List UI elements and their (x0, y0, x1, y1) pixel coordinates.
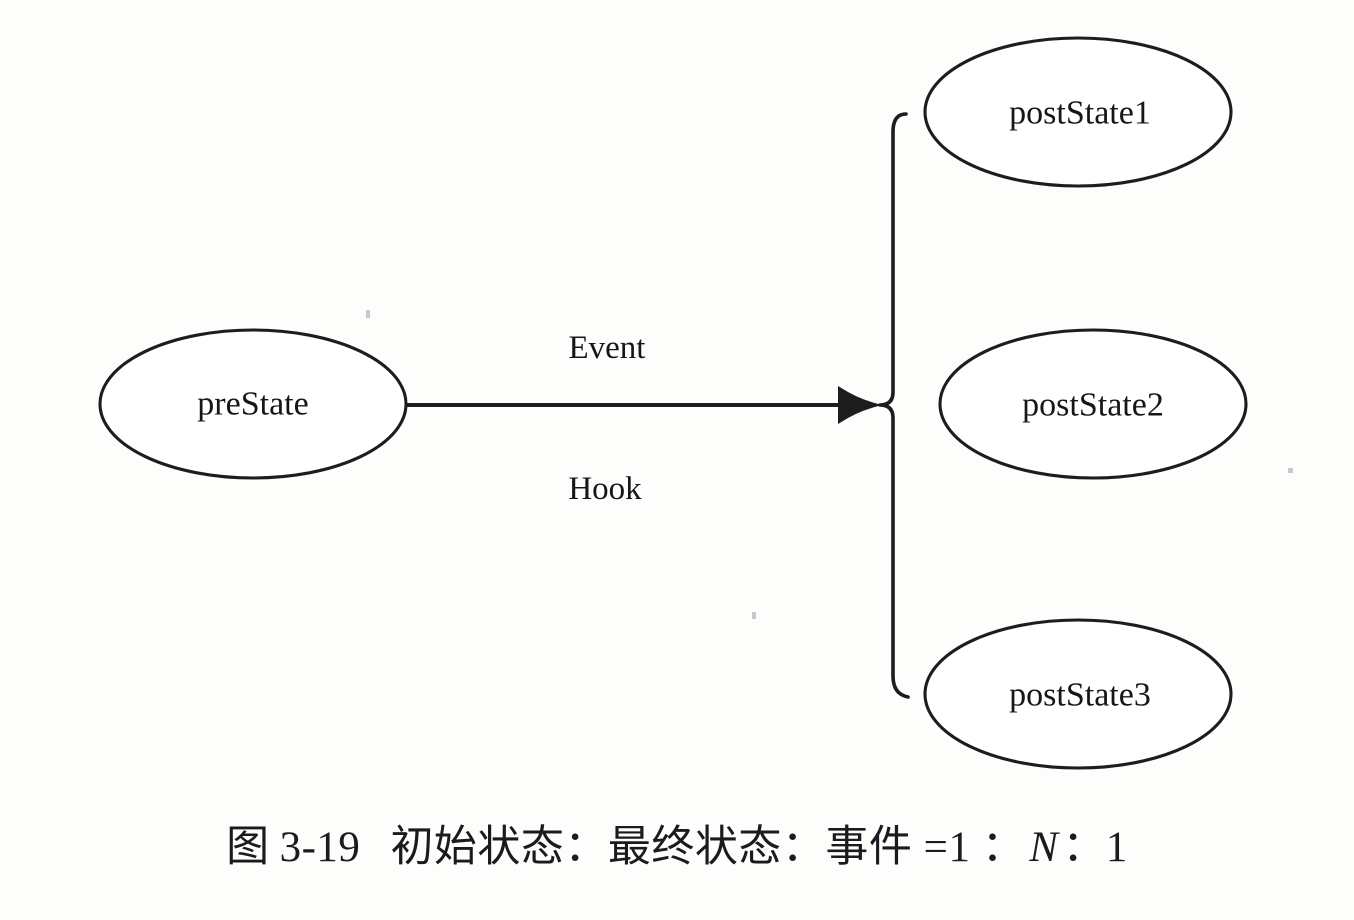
poststate2-ellipse[interactable] (938, 328, 1248, 480)
edge-label-event: Event (569, 330, 646, 366)
caption-text-before: 初始状态：最终状态：事件 =1 ： (390, 824, 1026, 871)
bracket-path (878, 112, 910, 699)
node-poststate2[interactable]: postState2 (938, 328, 1248, 480)
scan-speck (366, 310, 370, 318)
node-poststate3[interactable]: postState3 (923, 618, 1233, 770)
scan-speck (1288, 468, 1293, 473)
poststate3-label: postState3 (1009, 677, 1151, 714)
poststate2-label: postState2 (1022, 387, 1164, 424)
caption-prefix: 图 (226, 824, 270, 871)
scan-speck (752, 612, 756, 619)
prestate-label: preState (197, 386, 308, 423)
caption-italic-symbol: N (1029, 824, 1059, 871)
poststate3-ellipse[interactable] (923, 618, 1233, 770)
fan-out-bracket (878, 112, 910, 699)
caption-text-after: ：1 (1062, 824, 1128, 871)
poststate1-ellipse[interactable] (923, 36, 1233, 188)
transition-edge[interactable]: Event Hook (406, 330, 882, 507)
arrow-head-icon (838, 386, 882, 424)
node-poststate1[interactable]: postState1 (923, 36, 1233, 188)
node-prestate[interactable]: preState (98, 328, 408, 480)
poststate1-label: postState1 (1009, 95, 1151, 132)
caption-number: 3-19 (279, 824, 361, 871)
edge-label-hook: Hook (568, 471, 642, 507)
